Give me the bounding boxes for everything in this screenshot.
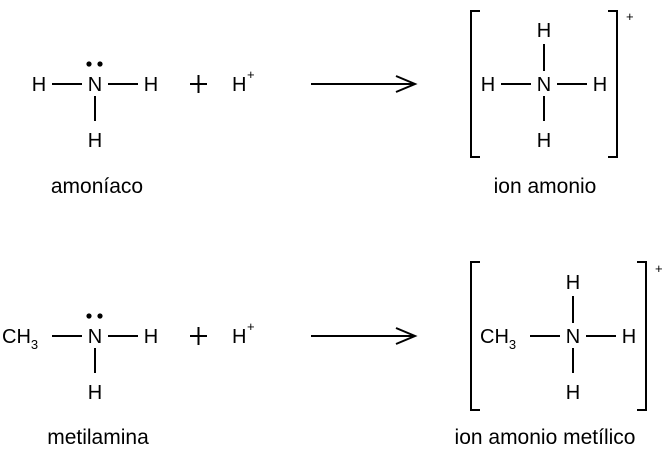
plus-sign (190, 327, 207, 345)
methylammonium-h-right: H (622, 326, 636, 348)
ammonium-h-bottom: H (537, 130, 551, 152)
proton: H + (232, 67, 255, 96)
ammonium-h-left: H (481, 74, 495, 96)
proton-charge: + (247, 67, 255, 82)
methylamine-label: metilamina (47, 426, 149, 449)
ammonium-n: N (537, 74, 551, 96)
reaction-arrow (311, 75, 418, 93)
ammonium-h-top: H (537, 20, 551, 42)
lone-pair-dot (97, 61, 103, 67)
proton-charge: + (247, 319, 255, 334)
proton: H + (232, 319, 255, 348)
methylammonium-n: N (566, 326, 580, 348)
right-bracket (608, 10, 618, 158)
methylamine-n: N (88, 326, 102, 348)
ammonium-label: ion amonio (494, 175, 597, 198)
ammonia-h-right: H (144, 74, 158, 96)
ammonium-charge: + (626, 9, 634, 24)
methylamine-h-right: H (144, 326, 158, 348)
ammonia-molecule: H N H H (32, 61, 158, 152)
methylamine-h-bottom: H (88, 382, 102, 404)
plus-sign (190, 75, 207, 93)
reaction-arrow (311, 327, 418, 345)
lone-pair-dot (86, 61, 92, 67)
ammonium-ion: H H N H H + (470, 9, 634, 158)
methylammonium-h-top: H (566, 272, 580, 294)
methyl-group: CH3 (2, 326, 38, 352)
proton-symbol: H (232, 74, 246, 96)
ammonia-n: N (88, 74, 102, 96)
ammonia-h-bottom: H (88, 130, 102, 152)
methyl-ch: CH (2, 326, 31, 348)
methyl-ch: CH (480, 326, 509, 348)
proton-symbol: H (232, 326, 246, 348)
methylammonium-ion: CH3 H N H H + (470, 261, 663, 411)
left-bracket (470, 261, 480, 411)
methylamine-molecule: CH3 N H H (2, 313, 158, 404)
methylammonium-label: ion amonio metílico (455, 426, 636, 449)
lone-pair-dot (97, 313, 103, 319)
ammonium-h-right: H (593, 74, 607, 96)
ammonia-h-left: H (32, 74, 46, 96)
lone-pair-dot (86, 313, 92, 319)
ammonia-label: amoníaco (51, 175, 143, 198)
methyl-subscript: 3 (509, 337, 516, 352)
methylammonium-h-bottom: H (566, 382, 580, 404)
methylammonium-group: CH3 (480, 326, 516, 352)
methylammonium-charge: + (655, 261, 663, 276)
right-bracket (637, 261, 647, 411)
left-bracket (470, 10, 480, 158)
methyl-subscript: 3 (31, 337, 38, 352)
